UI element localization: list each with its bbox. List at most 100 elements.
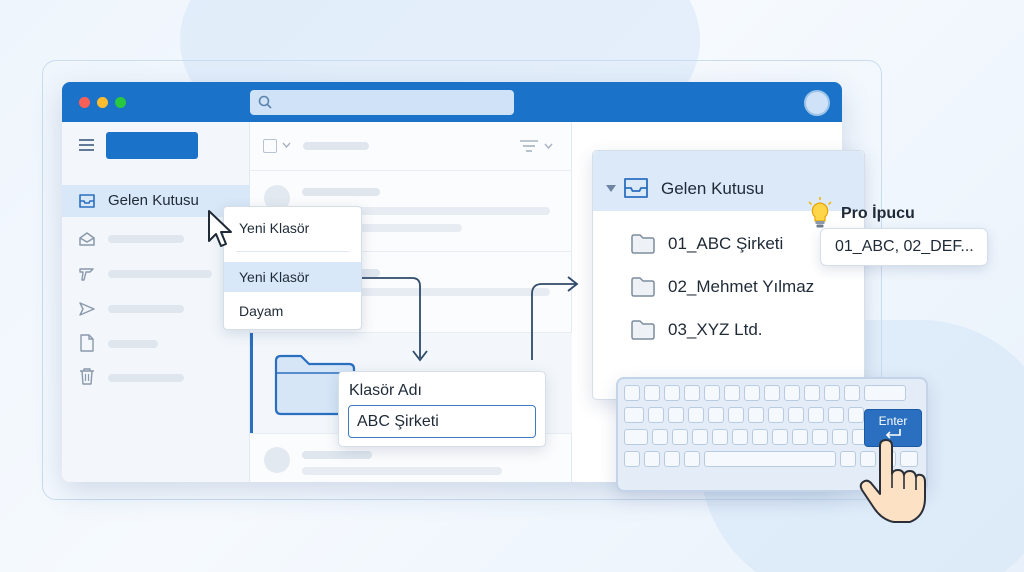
keyboard-key bbox=[824, 385, 840, 401]
hamburger-menu-icon[interactable] bbox=[79, 139, 94, 151]
keyboard-key bbox=[784, 385, 800, 401]
send-icon[interactable] bbox=[78, 301, 96, 317]
menu-item-new-folder[interactable]: Yeni Klasör bbox=[239, 220, 310, 236]
keyboard-key bbox=[704, 451, 836, 467]
divider bbox=[250, 170, 572, 171]
placeholder-bar bbox=[108, 340, 158, 348]
keyboard-key bbox=[808, 407, 824, 423]
flow-arrows bbox=[362, 276, 579, 362]
tree-item-folder[interactable]: 02_Mehmet Yılmaz bbox=[593, 272, 864, 304]
folder-label: 01_ABC Şirketi bbox=[668, 234, 784, 253]
keyboard-key bbox=[708, 407, 724, 423]
keyboard-key bbox=[844, 385, 860, 401]
keyboard-key bbox=[828, 407, 844, 423]
folder-name-label: Klasör Adı bbox=[349, 382, 422, 399]
keyboard-illustration: Enter bbox=[616, 377, 928, 492]
keyboard-key bbox=[804, 385, 820, 401]
folder-icon bbox=[274, 354, 356, 416]
keyboard-key bbox=[672, 429, 688, 445]
tree-root-label: Gelen Kutusu bbox=[661, 179, 765, 198]
divider bbox=[250, 332, 572, 333]
tree-item-folder[interactable]: 01_ABC Şirketi bbox=[593, 229, 864, 261]
keyboard-key bbox=[712, 429, 728, 445]
folder-name-input[interactable] bbox=[348, 405, 536, 438]
placeholder-bar bbox=[108, 374, 184, 382]
chevron-down-icon[interactable] bbox=[544, 143, 553, 149]
keyboard-key bbox=[764, 385, 780, 401]
decorative-frame bbox=[42, 60, 882, 500]
chevron-down-icon[interactable] bbox=[282, 142, 291, 148]
hand-pointer-icon bbox=[859, 439, 926, 523]
keyboard-key bbox=[688, 407, 704, 423]
placeholder-bar bbox=[302, 224, 462, 232]
folder-tree-panel: Gelen Kutusu 01_ABC Şirketi 02_Mehmet Yı… bbox=[592, 150, 865, 400]
keyboard-key bbox=[624, 451, 640, 467]
placeholder-bar bbox=[108, 235, 184, 243]
keyboard-key bbox=[692, 429, 708, 445]
maximize-window-button[interactable] bbox=[115, 97, 126, 108]
keyboard-key bbox=[840, 451, 856, 467]
mouse-cursor-icon bbox=[208, 210, 232, 247]
tree-item-folder[interactable]: 03_XYZ Ltd. bbox=[593, 315, 864, 347]
context-menu: Yeni Klasör Yeni Klasör Dayam bbox=[223, 206, 362, 330]
keyboard-key bbox=[848, 407, 864, 423]
keyboard-key bbox=[744, 385, 760, 401]
keyboard-key bbox=[768, 407, 784, 423]
placeholder-bar bbox=[303, 142, 369, 150]
keyboard-key bbox=[644, 385, 660, 401]
keyboard-key bbox=[684, 385, 700, 401]
menu-item-dayam[interactable]: Dayam bbox=[239, 303, 284, 319]
folder-icon bbox=[631, 320, 655, 340]
enter-key-label: Enter bbox=[878, 414, 908, 428]
keyboard-key bbox=[684, 451, 700, 467]
title-bar bbox=[62, 82, 842, 122]
search-icon bbox=[258, 95, 272, 109]
keyboard-key bbox=[864, 385, 906, 401]
search-input[interactable] bbox=[250, 90, 514, 115]
pro-tip-title: Pro İpucu bbox=[841, 205, 915, 222]
return-arrow-icon bbox=[885, 429, 901, 439]
close-window-button[interactable] bbox=[79, 97, 90, 108]
inbox-icon bbox=[624, 178, 648, 198]
select-all-checkbox[interactable] bbox=[263, 139, 277, 153]
folder-name-dialog: Klasör Adı bbox=[338, 371, 546, 447]
caret-down-icon[interactable] bbox=[606, 185, 616, 192]
placeholder-bar bbox=[108, 270, 212, 278]
keyboard-key bbox=[624, 429, 648, 445]
keyboard-key bbox=[668, 407, 684, 423]
sidebar: Gelen Kutusu bbox=[62, 122, 250, 482]
placeholder-bar bbox=[302, 188, 380, 196]
folder-icon bbox=[631, 277, 655, 297]
keyboard-key bbox=[652, 429, 668, 445]
lightbulb-icon bbox=[808, 197, 832, 228]
folder-icon bbox=[631, 234, 655, 254]
envelope-open-icon[interactable] bbox=[78, 231, 96, 247]
keyboard-key bbox=[832, 429, 848, 445]
keyboard-key bbox=[728, 407, 744, 423]
keyboard-key bbox=[648, 407, 664, 423]
keyboard-key bbox=[624, 385, 640, 401]
placeholder-bar bbox=[302, 467, 502, 475]
tree-item-inbox[interactable]: Gelen Kutusu bbox=[593, 151, 864, 211]
divider bbox=[250, 251, 572, 252]
avatar bbox=[264, 447, 290, 473]
compose-button[interactable] bbox=[106, 132, 198, 159]
keyboard-key bbox=[752, 429, 768, 445]
placeholder-bar bbox=[108, 305, 184, 313]
sidebar-item-inbox[interactable]: Gelen Kutusu bbox=[62, 185, 250, 217]
trash-icon[interactable] bbox=[79, 367, 95, 385]
minimize-window-button[interactable] bbox=[97, 97, 108, 108]
keyboard-key bbox=[792, 429, 808, 445]
keyboard-key bbox=[644, 451, 660, 467]
enter-key[interactable]: Enter bbox=[864, 409, 922, 447]
menu-item-new-folder-highlighted[interactable]: Yeni Klasör bbox=[224, 262, 361, 292]
placeholder-bar bbox=[302, 288, 550, 296]
tag-icon[interactable] bbox=[78, 266, 96, 282]
avatar[interactable] bbox=[804, 90, 830, 116]
keyboard-key bbox=[732, 429, 748, 445]
filter-icon[interactable] bbox=[520, 140, 538, 152]
keyboard-key bbox=[704, 385, 720, 401]
sidebar-item-label: Gelen Kutusu bbox=[108, 192, 199, 209]
keyboard-key bbox=[624, 407, 644, 423]
document-icon[interactable] bbox=[79, 334, 95, 352]
